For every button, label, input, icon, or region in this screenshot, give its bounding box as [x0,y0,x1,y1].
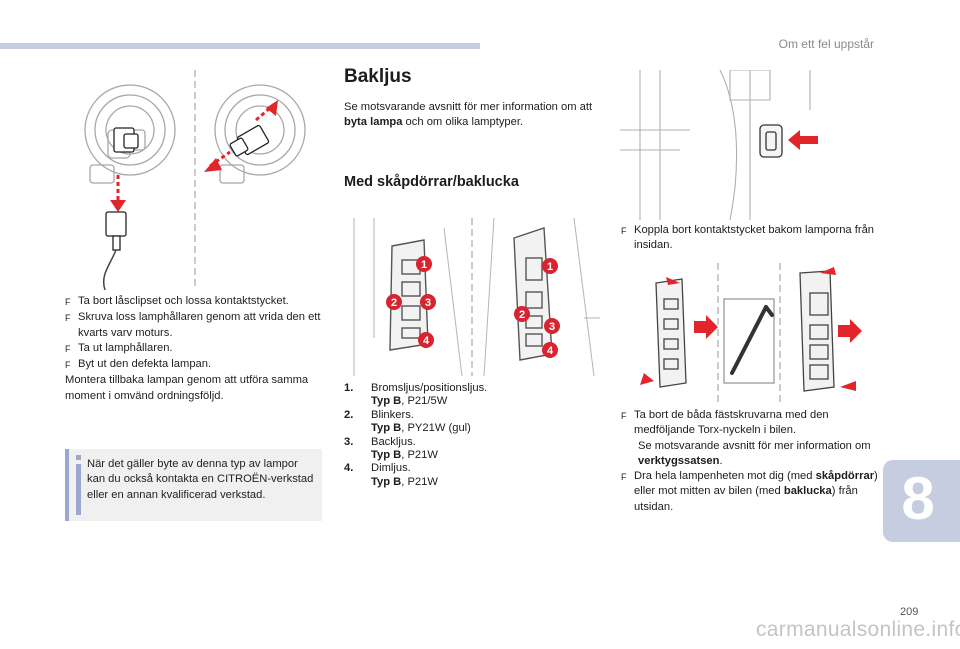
lamp-type: Typ B, P21W [371,449,438,462]
page-title: Bakljus [344,66,412,87]
left-step-1: Ta bort låsclipset och lossa kontaktstyc… [78,295,289,307]
step-marker: F [621,411,627,421]
intro-paragraph: Se motsvarande avsnitt för mer informati… [344,101,593,129]
watermark: carmanualsonline.info [756,618,960,641]
lamp-item: 4.Dimljus. [344,462,411,475]
left-step-2: Skruva loss lamphållaren genom att vrida… [78,311,321,339]
section-title: Om ett fel uppstår [778,37,874,51]
callout-right-2: 2 [514,306,530,322]
right-step-2: Ta bort de båda fästskruvarna med den me… [634,409,829,437]
page-number: 209 [900,606,919,618]
step-marker: F [65,313,71,324]
left-step-4: Byt ut den defekta lampan. [78,358,212,371]
step-marker: F [65,360,71,371]
svg-text:3: 3 [425,297,431,309]
svg-text:2: 2 [519,309,525,321]
chapter-number: 8 [901,465,935,532]
step-marker: F [65,297,71,307]
callout-right-3: 3 [544,318,560,334]
callout-left-4: 4 [418,332,434,348]
svg-text:4: 4 [547,345,554,357]
lamp-item: 1.Bromsljus/positionsljus. [344,382,488,394]
step-marker: F [65,343,71,354]
callout-right-4: 4 [542,342,558,358]
svg-text:4: 4 [423,335,430,347]
lamp-type: Typ B, P21W [371,475,438,488]
callout-right-1: 1 [542,258,558,274]
left-closing-text: Montera tillbaka lampan genom att utföra… [65,374,309,402]
right-steps: F Ta bort de båda fästskruvarna med den m… [621,408,883,515]
torx-removal-illustration [640,263,862,403]
intro-link-text: byta lampa [344,116,403,129]
info-icon [76,455,81,515]
right-step-3: Dra hela lampenheten mot dig (med skåpdö… [634,470,878,513]
callout-left-2: 2 [386,294,402,310]
right-step-2-more: Se motsvarande avsnitt för mer informati… [638,439,871,467]
lamp-item: 3.Backljus. [344,435,416,448]
left-step-3: Ta ut lamphållaren. [78,341,173,354]
svg-text:1: 1 [547,261,553,273]
section-subtitle: Med skåpdörrar/baklucka [344,174,519,190]
fog-lamp-illustration [84,70,306,290]
svg-text:1: 1 [421,259,427,271]
callout-left-1: 1 [416,256,432,272]
step-marker: F [621,472,627,483]
header-bar [0,43,480,49]
rear-lights-illustration: 1 2 3 4 1 2 3 4 [353,218,600,376]
info-note: När det gäller byte av denna typ av lamp… [65,449,322,521]
svg-text:2: 2 [391,297,397,309]
lamp-type: Typ B, PY21W (gul) [371,422,471,435]
lamp-list: 1.Bromsljus/positionsljus. Typ B, P21/5W… [344,382,544,489]
step-marker: F [621,226,627,236]
chapter-badge: 8 [883,460,960,542]
svg-text:3: 3 [549,321,555,333]
note-text: När det gäller byte av denna typ av lamp… [87,458,314,501]
callout-left-3: 3 [420,294,436,310]
lamp-item: 2.Blinkers. [344,408,414,421]
lamp-type: Typ B, P21/5W [371,395,448,408]
connector-illustration [620,70,818,220]
